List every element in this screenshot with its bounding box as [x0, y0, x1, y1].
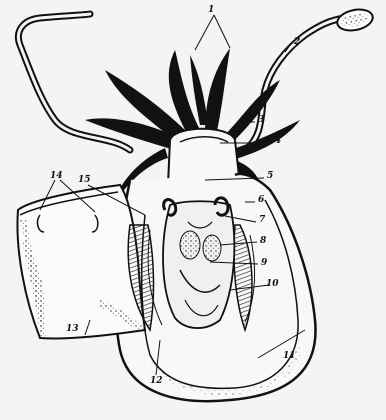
- callout-3: 3: [258, 116, 264, 125]
- callout-13: 13: [66, 325, 79, 334]
- callout-9: 9: [261, 259, 267, 268]
- callout-4: 4: [275, 137, 281, 146]
- callout-8: 8: [260, 237, 266, 246]
- callout-5: 5: [267, 172, 273, 181]
- callout-15: 15: [78, 176, 91, 185]
- callout-10: 10: [266, 280, 279, 289]
- callout-12: 12: [150, 377, 163, 386]
- right-tentacle: [245, 6, 375, 150]
- callout-2: 2: [294, 38, 300, 47]
- callout-11: 11: [283, 352, 296, 361]
- mantle-flap: [17, 185, 145, 338]
- callout-14: 14: [50, 172, 63, 181]
- callout-6: 6: [258, 196, 264, 205]
- callout-1: 1: [208, 6, 214, 15]
- callout-7: 7: [259, 216, 265, 225]
